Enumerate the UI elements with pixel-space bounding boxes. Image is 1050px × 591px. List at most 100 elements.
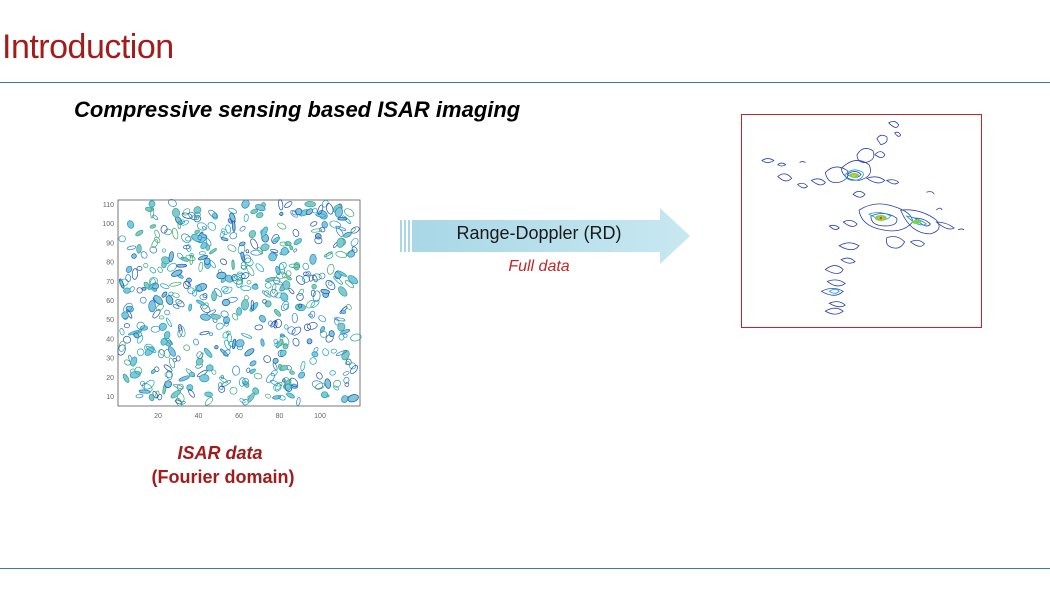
contour-blob (169, 281, 182, 287)
contour-texture (117, 199, 362, 407)
y-tick-label: 90 (106, 240, 114, 247)
contour-blob (236, 279, 243, 285)
contour-blob (347, 394, 359, 403)
contour-blob (269, 379, 281, 387)
contour-blob (193, 206, 202, 214)
y-tick-label: 60 (106, 298, 114, 305)
contour-blob (288, 288, 295, 295)
contour-blob (296, 292, 304, 301)
contour-blob (205, 364, 214, 372)
contour-blob (193, 338, 199, 346)
contour-blob (329, 220, 342, 229)
contour-blob (150, 369, 156, 374)
contour-blob (183, 344, 191, 351)
contour-blob (221, 286, 229, 293)
contour-blob (293, 248, 298, 253)
contour-blob (177, 300, 182, 305)
contour-blob (224, 339, 231, 350)
contour-blob (278, 262, 287, 270)
contour-blob (280, 365, 289, 371)
contour-blob (188, 211, 197, 221)
contour-blob (312, 290, 321, 302)
contour-blob (186, 277, 192, 283)
contour-blob (334, 317, 346, 322)
contour-blob (178, 375, 190, 382)
contour-blob (350, 333, 362, 342)
contour-blob (145, 345, 157, 353)
contour-blob (291, 383, 299, 389)
contour-blob (319, 330, 328, 338)
contour-blob (279, 211, 284, 216)
contour-blob (303, 323, 312, 331)
full-data-label: Full data (508, 258, 570, 275)
y-tick-label: 20 (106, 375, 114, 382)
contour-blob (229, 232, 238, 240)
contour-blob (188, 303, 193, 312)
contour-blob (241, 299, 249, 311)
bottom-divider (0, 568, 1050, 569)
contour-blob (194, 229, 200, 234)
contour-blob (195, 357, 204, 366)
contour-blob (318, 272, 326, 280)
contour-blob (136, 243, 142, 254)
contour-blob (172, 207, 180, 218)
contour-blob (313, 347, 319, 353)
contour-blob (350, 227, 356, 233)
contour-blob (130, 356, 138, 367)
contour-blob (189, 254, 194, 266)
contour-blob (161, 291, 168, 298)
contour-blob (283, 377, 291, 385)
x-tick-label: 20 (154, 413, 162, 420)
contour-blob (270, 249, 279, 253)
contour-blob (221, 298, 231, 307)
contour-blob (271, 283, 277, 294)
contour-blob (139, 296, 147, 304)
contour-blob (312, 274, 318, 283)
contour-blob (222, 331, 229, 339)
contour-blob (196, 299, 206, 306)
contour-blob (239, 398, 246, 404)
contour-blob (180, 256, 190, 262)
contour-blob (150, 207, 155, 219)
contour-blob (143, 262, 149, 268)
contour-blob (241, 378, 249, 385)
contour-blob (341, 309, 346, 315)
contour-blob (131, 268, 138, 280)
contour-blob (123, 287, 131, 294)
contour-blob (342, 215, 352, 225)
contour-blob (211, 290, 217, 302)
contour-blob (175, 355, 181, 362)
contour-blob (225, 224, 232, 234)
contour-blob (309, 310, 316, 319)
contour-blob (338, 333, 345, 341)
contour-blob (291, 312, 298, 324)
contour-blob (260, 226, 268, 237)
contour-blob (244, 348, 255, 357)
contour-blob (122, 335, 132, 344)
contour-blob (255, 263, 265, 273)
contour-blob (302, 275, 310, 283)
contour-blob (291, 210, 298, 216)
contour-blob (135, 229, 144, 237)
contour-blob (284, 201, 293, 208)
contour-blob (259, 314, 266, 323)
contour-blob (149, 224, 157, 229)
contour-blob (175, 263, 188, 268)
contour-blob (164, 371, 173, 378)
contour-blob (214, 345, 219, 350)
contour-blob (273, 309, 282, 317)
contour-blob (148, 200, 156, 208)
contour-blob (174, 399, 183, 405)
contour-blob (254, 324, 264, 331)
contour-blob (176, 383, 184, 391)
contour-blob (335, 349, 348, 357)
contour-blob (246, 367, 251, 373)
contour-blob (119, 328, 125, 336)
contour-blob (280, 292, 289, 302)
contour-blob (347, 250, 356, 258)
contour-blob (272, 357, 279, 364)
contour-blob (171, 269, 183, 277)
contour-blob (298, 371, 306, 379)
contour-blob (220, 258, 227, 265)
